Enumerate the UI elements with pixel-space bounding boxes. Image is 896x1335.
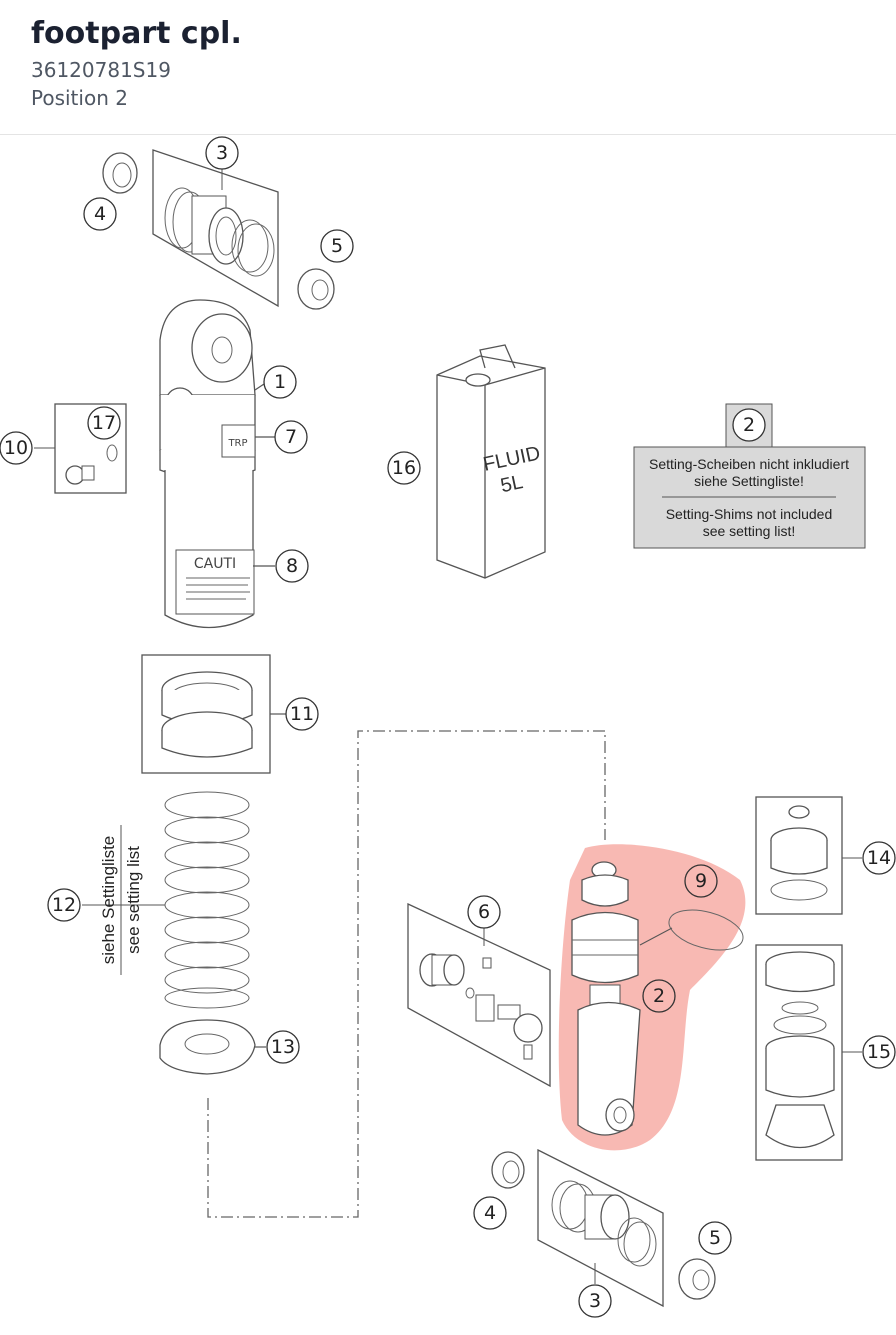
dash-dot-frame [207, 730, 606, 1218]
svg-text:1: 1 [274, 371, 286, 393]
callout-17[interactable]: 17 [87, 406, 121, 440]
note-line-1: Setting-Scheiben nicht inkludiert [649, 456, 849, 472]
svg-text:10: 10 [4, 437, 28, 459]
svg-text:16: 16 [392, 457, 416, 479]
part-14-box[interactable] [755, 796, 862, 915]
svg-text:14: 14 [867, 847, 891, 869]
fluid-label-2: 5L [499, 471, 525, 497]
svg-text:6: 6 [478, 901, 490, 923]
setting-note: Setting-Scheiben nicht inkludiert siehe … [633, 403, 866, 549]
callout-12[interactable]: 12 [47, 888, 81, 922]
note-line-2: siehe Settingliste! [694, 473, 804, 489]
caution-label: CAUTI [194, 556, 236, 572]
spring-retainer[interactable] [159, 1019, 256, 1075]
spring[interactable]: siehe Settingliste see setting list [82, 791, 250, 1009]
adjuster-kit[interactable] [407, 902, 551, 1088]
part-15-box[interactable] [755, 944, 862, 1161]
seal-kit-top[interactable] [152, 149, 279, 308]
svg-text:12: 12 [52, 894, 76, 916]
svg-text:17: 17 [92, 412, 116, 434]
header: footpart cpl. 36120781S19 Position 2 [0, 0, 896, 135]
note-line-4: see setting list! [703, 523, 796, 539]
spring-label-2: see setting list [124, 846, 143, 954]
svg-text:2: 2 [743, 414, 755, 436]
svg-text:3: 3 [216, 142, 228, 164]
callout-7[interactable]: 7 [274, 420, 308, 454]
callout-6[interactable]: 6 [467, 895, 501, 929]
note-line-3: Setting-Shims not included [666, 506, 833, 522]
preload-nut-box[interactable] [141, 654, 271, 774]
part-number: 36120781S19 [31, 58, 171, 82]
callout-9[interactable]: 9 [684, 864, 718, 898]
callout-5-top[interactable]: 5 [320, 229, 354, 263]
svg-text:4: 4 [94, 203, 106, 225]
fluid-canister[interactable]: FLUID 5L [436, 344, 546, 579]
bushing-bottom-left[interactable] [491, 1151, 525, 1189]
position-label: Position 2 [31, 86, 128, 110]
callout-5-bottom[interactable]: 5 [698, 1221, 732, 1255]
leader-lines [253, 383, 286, 1048]
spring-label-1: siehe Settingliste [99, 836, 118, 965]
callout-2-box[interactable]: 2 [732, 408, 766, 442]
callout-15[interactable]: 15 [862, 1035, 896, 1069]
svg-text:11: 11 [290, 703, 314, 725]
callouts: 1 2 2 3 3 4 4 5 5 6 7 8 9 10 11 12 13 14… [0, 136, 896, 1318]
svg-text:3: 3 [589, 1290, 601, 1312]
svg-text:5: 5 [331, 235, 343, 257]
bushing-top-left[interactable] [102, 152, 138, 194]
washer-bottom-right[interactable] [678, 1258, 716, 1300]
callout-4-bottom[interactable]: 4 [473, 1196, 507, 1230]
svg-text:13: 13 [271, 1036, 295, 1058]
callout-4-top[interactable]: 4 [83, 197, 117, 231]
callout-1[interactable]: 1 [263, 365, 297, 399]
shock-body[interactable]: TRP CAUTI [159, 299, 256, 629]
callout-8[interactable]: 8 [275, 549, 309, 583]
seal-kit-bottom[interactable] [537, 1148, 664, 1308]
svg-text:4: 4 [484, 1202, 496, 1224]
svg-text:9: 9 [695, 870, 707, 892]
part-title: footpart cpl. [31, 16, 242, 51]
callout-3-bottom[interactable]: 3 [578, 1284, 612, 1318]
svg-text:8: 8 [286, 555, 298, 577]
svg-text:5: 5 [709, 1227, 721, 1249]
svg-text:7: 7 [285, 426, 297, 448]
callout-2-highlight[interactable]: 2 [642, 979, 676, 1013]
brand-label: TRP [227, 438, 247, 449]
callout-14[interactable]: 14 [862, 841, 896, 875]
svg-text:2: 2 [653, 985, 665, 1007]
callout-13[interactable]: 13 [266, 1030, 300, 1064]
svg-text:15: 15 [867, 1041, 891, 1063]
shock-foot[interactable] [571, 861, 747, 1136]
callout-3-top[interactable]: 3 [205, 136, 239, 170]
callout-16[interactable]: 16 [387, 451, 421, 485]
callout-10[interactable]: 10 [0, 431, 33, 465]
callout-11[interactable]: 11 [285, 697, 319, 731]
washer-top-right[interactable] [297, 268, 335, 310]
